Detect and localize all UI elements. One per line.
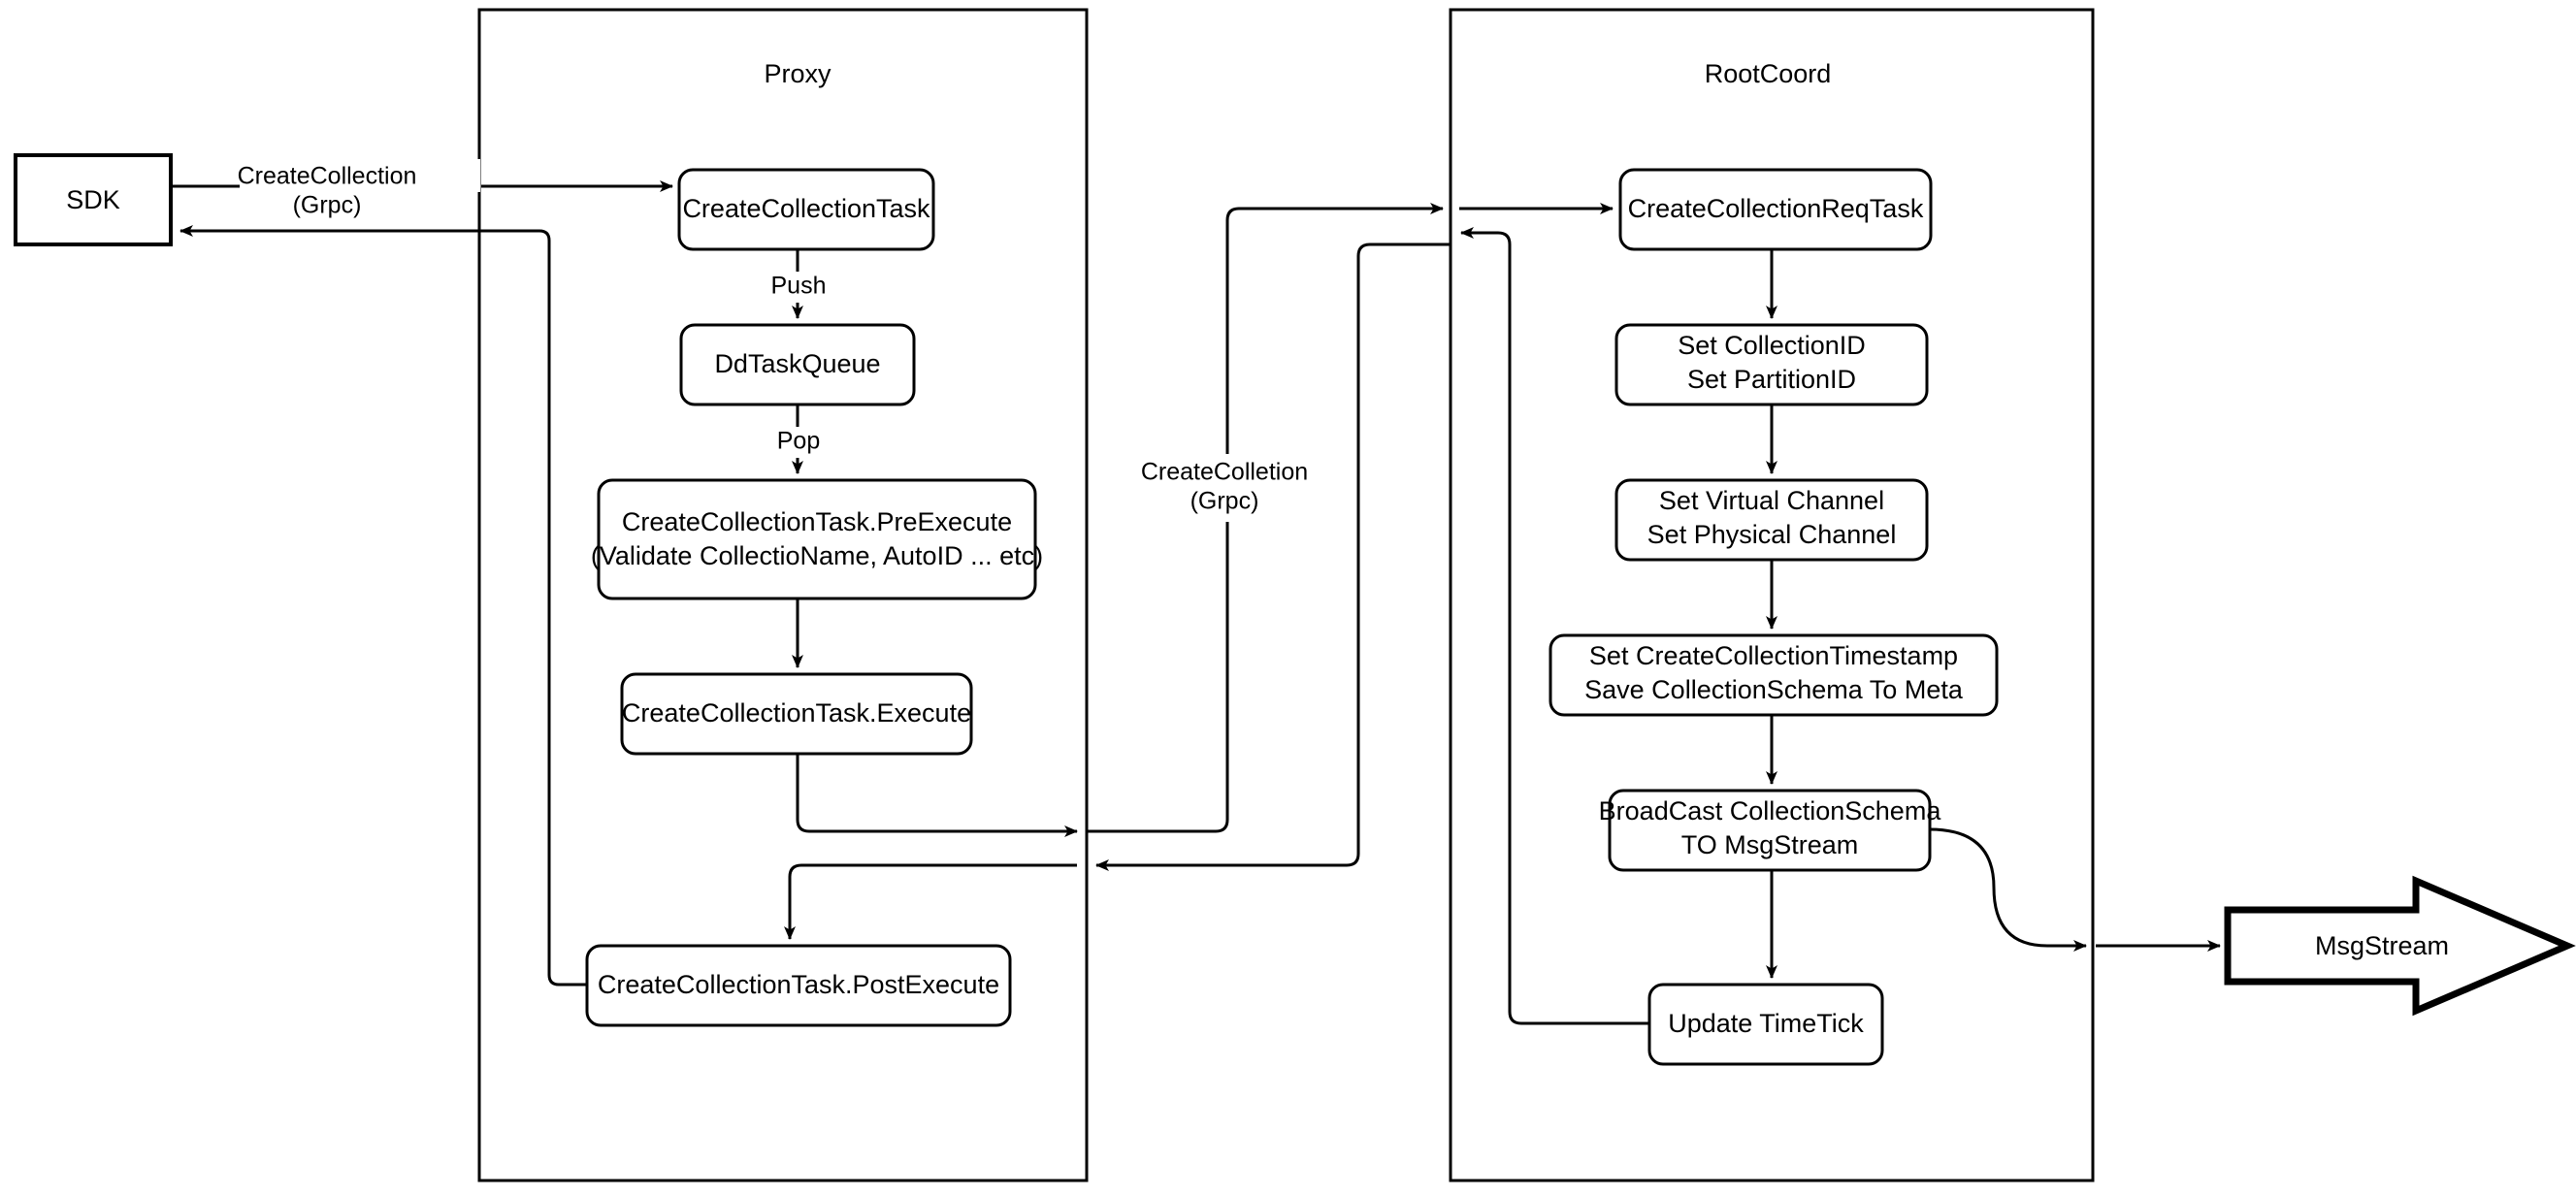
node-set-ids-label-line1: Set CollectionID	[1678, 331, 1866, 360]
edge-label-proxy-to-rootcoord-line1: CreateColletion	[1141, 459, 1308, 486]
node-create-collection-task[interactable]	[677, 168, 935, 251]
node-set-meta[interactable]	[1549, 633, 1999, 717]
lane-proxy-title: Proxy	[764, 59, 831, 88]
node-msgstream-arrow[interactable]	[2224, 875, 2576, 1017]
node-sdk-label: SDK	[66, 185, 120, 214]
edge-label-bg-grpc2	[1133, 454, 1323, 522]
edge-label-bg-pop	[765, 427, 832, 458]
node-dd-task-queue[interactable]	[679, 323, 916, 406]
node-sdk[interactable]	[14, 153, 173, 246]
node-preexecute-label-line1: CreateCollectionTask.PreExecute	[622, 507, 1012, 536]
node-postexecute[interactable]	[585, 944, 1012, 1027]
node-dd-task-queue-label: DdTaskQueue	[714, 349, 880, 378]
edge-postexecute-to-sdk	[179, 225, 587, 987]
node-update-timetick[interactable]	[1647, 983, 1884, 1066]
node-preexecute[interactable]	[597, 478, 1037, 600]
node-create-collection-req-task[interactable]	[1618, 168, 1933, 251]
edge-label-push: Push	[771, 273, 827, 300]
node-broadcast-label-line1: BroadCast CollectionSchema	[1599, 796, 1942, 825]
edge-label-pop: Pop	[777, 428, 820, 455]
edge-broadcast-to-msgstream-border	[1929, 827, 2087, 952]
edge-execute-to-proxy-border	[796, 754, 1078, 837]
node-set-meta-label-line2: Save CollectionSchema To Meta	[1584, 675, 1964, 704]
node-set-channels[interactable]	[1614, 478, 1929, 562]
node-create-collection-req-task-label: CreateCollectionReqTask	[1628, 194, 1924, 223]
edge-label-bg-sdk-1	[240, 159, 480, 192]
node-set-channels-label-line2: Set Physical Channel	[1647, 520, 1897, 549]
node-execute-label: CreateCollectionTask.Execute	[622, 698, 971, 728]
node-update-timetick-label: Update TimeTick	[1668, 1009, 1864, 1038]
node-msgstream-label: MsgStream	[2315, 931, 2449, 960]
node-execute[interactable]	[620, 672, 973, 756]
edge-label-sdk-to-proxy-line2: (Grpc)	[293, 192, 362, 219]
lane-rootcoord-title: RootCoord	[1705, 59, 1832, 88]
edge-label-sdk-to-proxy-line1: CreateCollection	[238, 163, 417, 190]
edge-timetick-to-rootcoord-border	[1460, 227, 1649, 1025]
node-postexecute-label: CreateCollectionTask.PostExecute	[598, 970, 999, 999]
node-set-meta-label-line1: Set CreateCollectionTimestamp	[1589, 641, 1958, 670]
node-preexecute-label-line2: (Validate CollectioName, AutoID ... etc)	[591, 541, 1043, 570]
edge-proxy-border-to-postexecute	[784, 863, 1077, 940]
node-broadcast[interactable]	[1608, 789, 1932, 872]
node-set-ids[interactable]	[1614, 323, 1929, 406]
edge-label-proxy-to-rootcoord-line2: (Grpc)	[1190, 488, 1259, 515]
edge-rootcoord-to-proxy	[1095, 243, 1451, 871]
node-set-ids-label-line2: Set PartitionID	[1687, 365, 1856, 394]
edge-label-bg-push	[762, 272, 835, 303]
node-set-channels-label-line1: Set Virtual Channel	[1659, 486, 1884, 515]
node-create-collection-task-label: CreateCollectionTask	[682, 194, 930, 223]
node-broadcast-label-line2: TO MsgStream	[1681, 830, 1859, 859]
